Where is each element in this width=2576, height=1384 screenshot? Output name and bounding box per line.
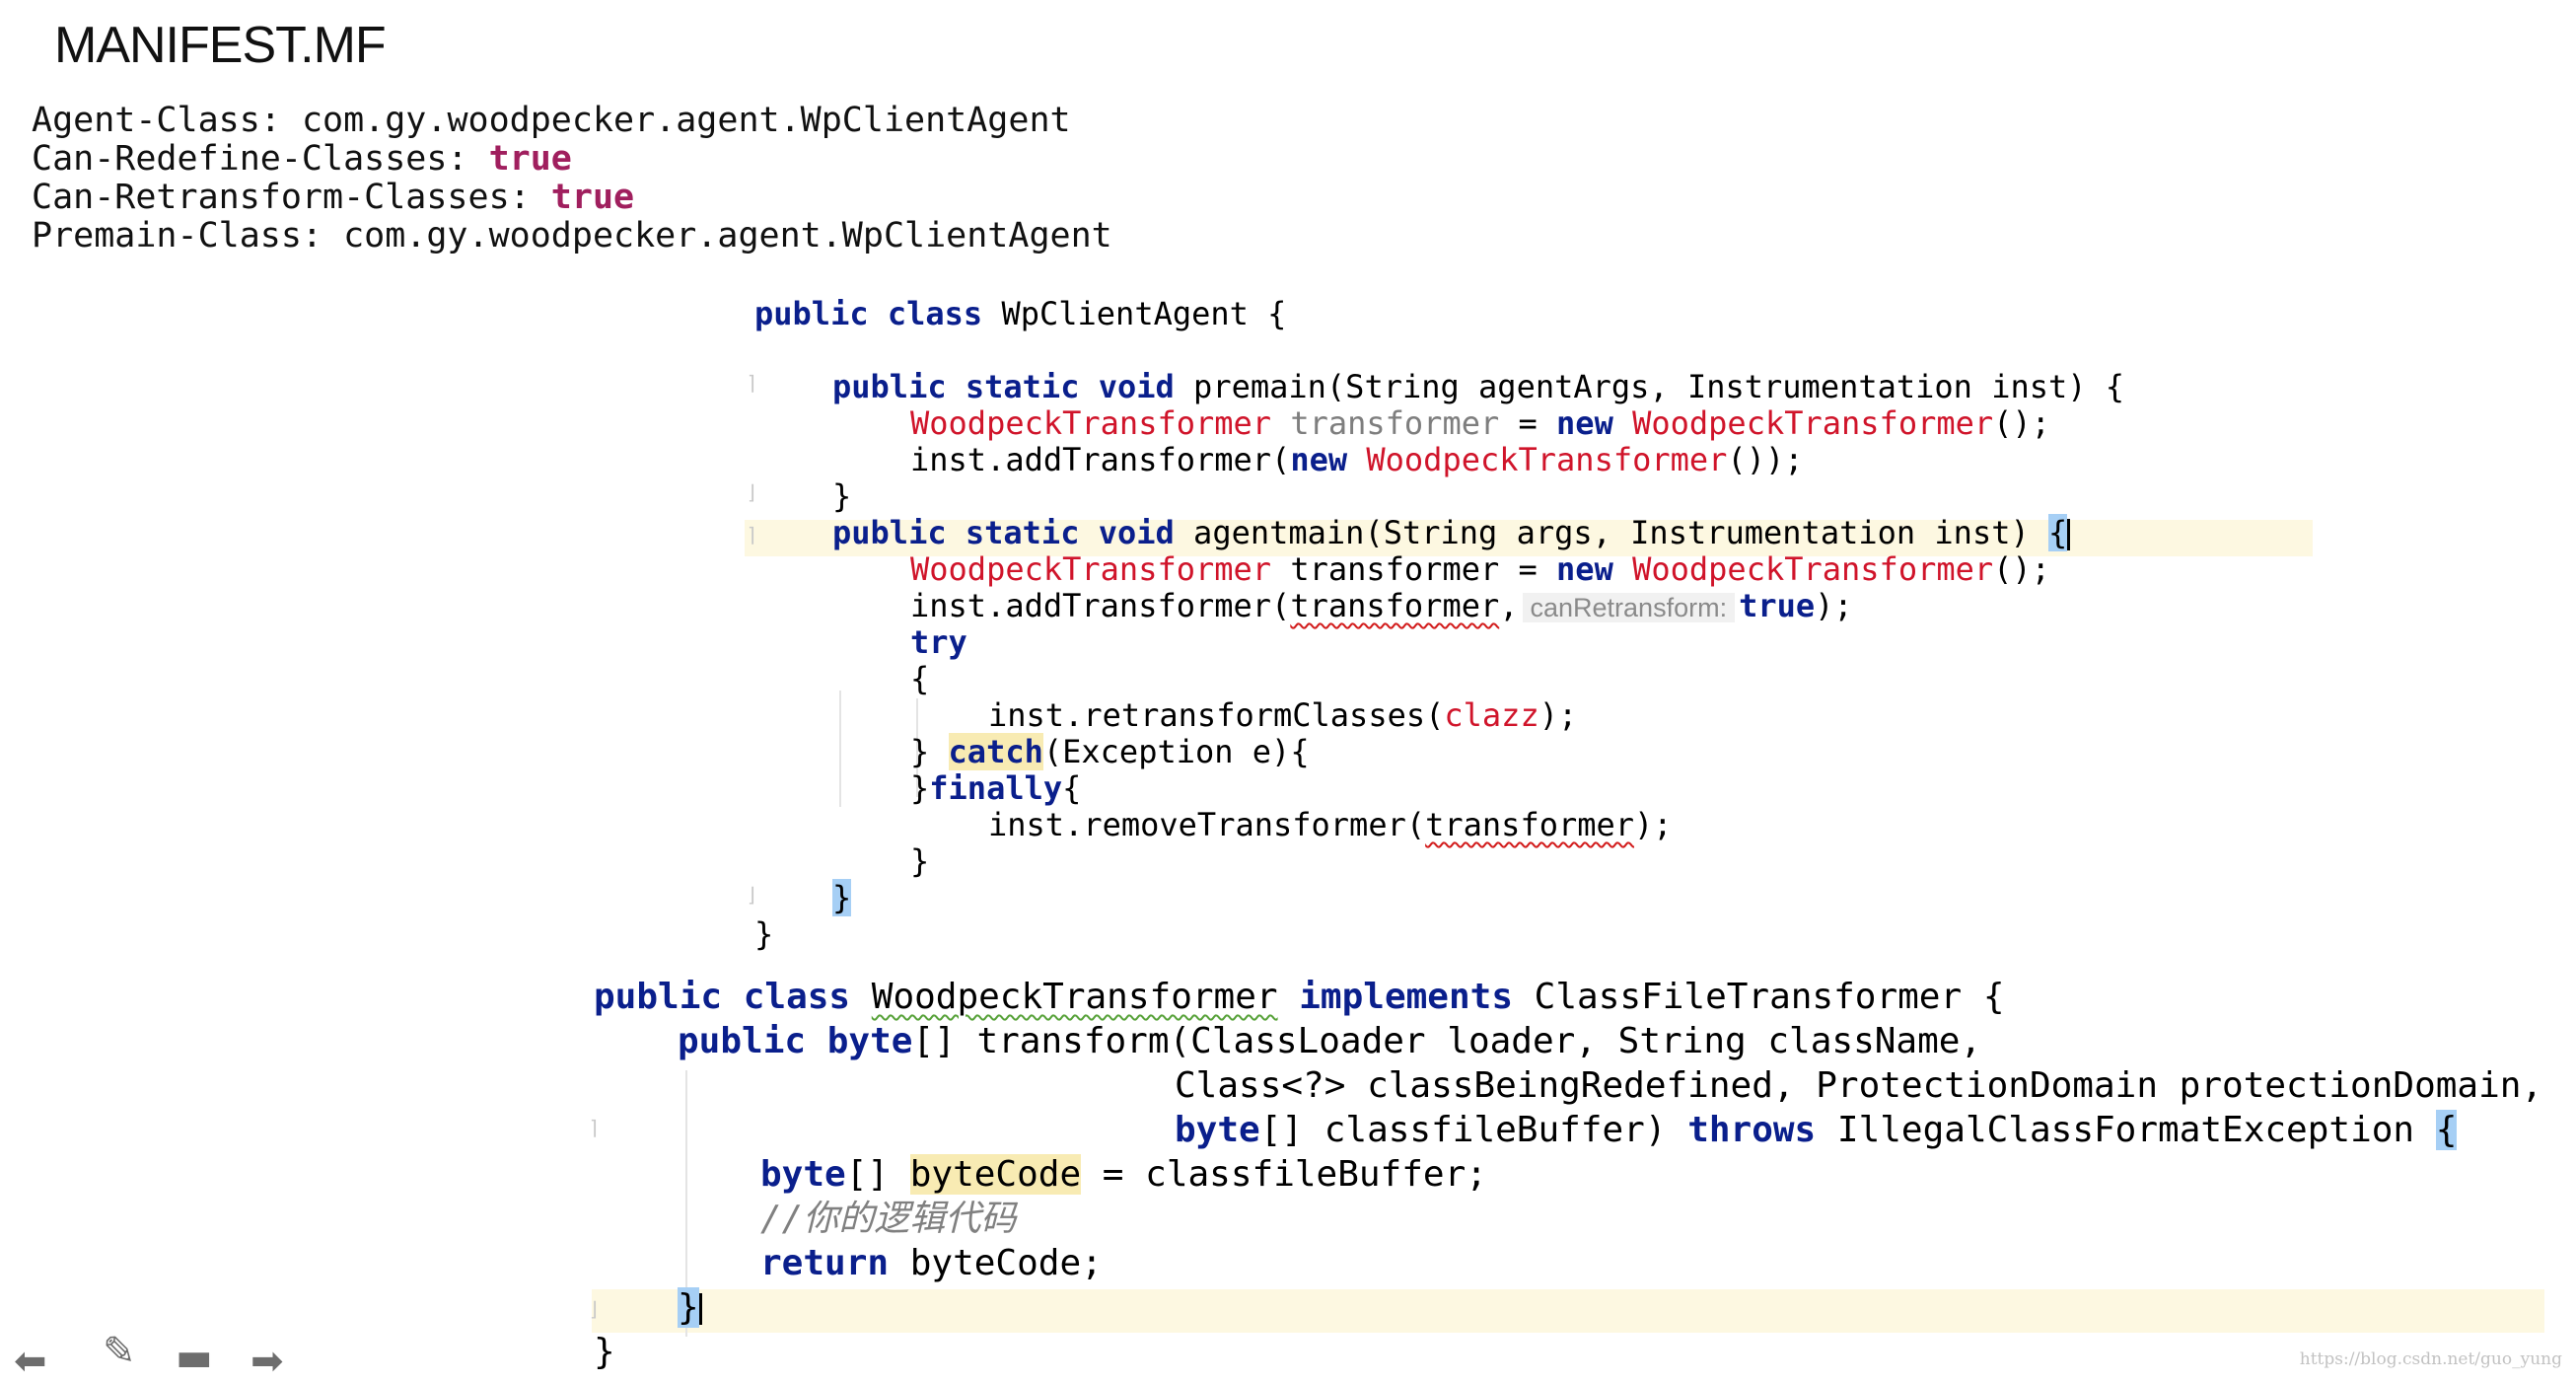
manifest-key: Agent-Class: xyxy=(32,101,302,140)
code-line: } xyxy=(594,1332,615,1372)
text-cursor xyxy=(698,1293,702,1325)
code-line: } xyxy=(754,915,774,953)
code-line: inst.addTransformer(transformer,canRetra… xyxy=(910,587,1853,624)
arrow-left-icon[interactable]: ⬅ xyxy=(14,1339,47,1384)
arrow-right-icon[interactable]: ➡ xyxy=(250,1339,284,1384)
code-line: } xyxy=(832,879,852,916)
code-line: try xyxy=(910,623,967,661)
manifest-value: true xyxy=(488,139,572,179)
transformer-code-screenshot: ⌉ ⌋ public class WoodpeckTransformer imp… xyxy=(582,972,2554,1375)
code-line: WoodpeckTransformer transformer = new Wo… xyxy=(910,404,2050,442)
code-line: byte[] byteCode = classfileBuffer; xyxy=(760,1154,1487,1195)
code-line: } xyxy=(832,477,852,515)
parameter-hint: canRetransform: xyxy=(1522,593,1736,622)
code-line: byte[] classfileBuffer) throws IllegalCl… xyxy=(1175,1110,2458,1150)
manifest-line: Can-Retransform-Classes: true xyxy=(32,179,634,217)
manifest-line: Can-Redefine-Classes: true xyxy=(32,140,572,179)
fold-marker-icon[interactable]: ⌋ xyxy=(748,883,755,907)
agent-code-screenshot: ⌉ ⌋ ⌉ ⌋ public class WpClientAgent { pub… xyxy=(730,286,2327,967)
code-line: Class<?> classBeingRedefined, Protection… xyxy=(1175,1065,2543,1106)
manifest-line: Premain-Class: com.gy.woodpecker.agent.W… xyxy=(32,217,1112,255)
manifest-line: Agent-Class: com.gy.woodpecker.agent.WpC… xyxy=(32,102,1071,140)
pencil-icon[interactable]: ✎ xyxy=(103,1329,136,1374)
manifest-key: Can-Retransform-Classes: xyxy=(32,178,551,217)
fold-marker-icon[interactable]: ⌉ xyxy=(748,371,755,395)
fold-marker-icon[interactable]: ⌋ xyxy=(748,480,755,504)
code-line-active: public static void agentmain(String args… xyxy=(832,514,2071,551)
code-line: }finally{ xyxy=(910,769,1082,807)
code-line: public class WpClientAgent { xyxy=(754,295,1287,332)
current-line-highlight xyxy=(592,1289,2544,1333)
code-line: public byte[] transform(ClassLoader load… xyxy=(678,1021,1982,1061)
manifest-key: Can-Redefine-Classes: xyxy=(32,139,489,179)
fold-marker-icon[interactable]: ⌉ xyxy=(748,523,755,546)
fold-marker-icon[interactable]: ⌋ xyxy=(590,1297,598,1321)
code-line: } catch(Exception e){ xyxy=(910,733,1310,770)
code-line: public class WoodpeckTransformer impleme… xyxy=(594,977,2005,1017)
code-comment: //你的逻辑代码 xyxy=(760,1199,1017,1239)
slide-title: MANIFEST.MF xyxy=(54,17,387,74)
manifest-value: com.gy.woodpecker.agent.WpClientAgent xyxy=(343,216,1112,255)
indent-guide xyxy=(685,1070,687,1337)
manifest-value: com.gy.woodpecker.agent.WpClientAgent xyxy=(301,101,1071,140)
fold-marker-icon[interactable]: ⌉ xyxy=(590,1116,598,1139)
manifest-key: Premain-Class: xyxy=(32,216,344,255)
code-line: return byteCode; xyxy=(760,1243,1103,1283)
code-line: inst.retransformClasses(clazz); xyxy=(988,696,1578,734)
manifest-value: true xyxy=(550,178,635,217)
watermark: https://blog.csdn.net/guo_yung xyxy=(2299,1349,2562,1369)
indent-guide xyxy=(839,691,841,807)
code-line: WoodpeckTransformer transformer = new Wo… xyxy=(910,550,2050,588)
text-cursor xyxy=(2067,519,2071,550)
save-icon[interactable]: ▬ xyxy=(176,1335,213,1380)
code-line: public static void premain(String agentA… xyxy=(832,368,2125,405)
code-line: inst.addTransformer(new WoodpeckTransfor… xyxy=(910,441,1804,478)
code-line: { xyxy=(910,660,930,697)
code-line: } xyxy=(910,842,930,880)
code-line-active: } xyxy=(678,1287,702,1329)
indent-guide xyxy=(916,698,918,797)
code-line: inst.removeTransformer(transformer); xyxy=(988,806,1673,843)
